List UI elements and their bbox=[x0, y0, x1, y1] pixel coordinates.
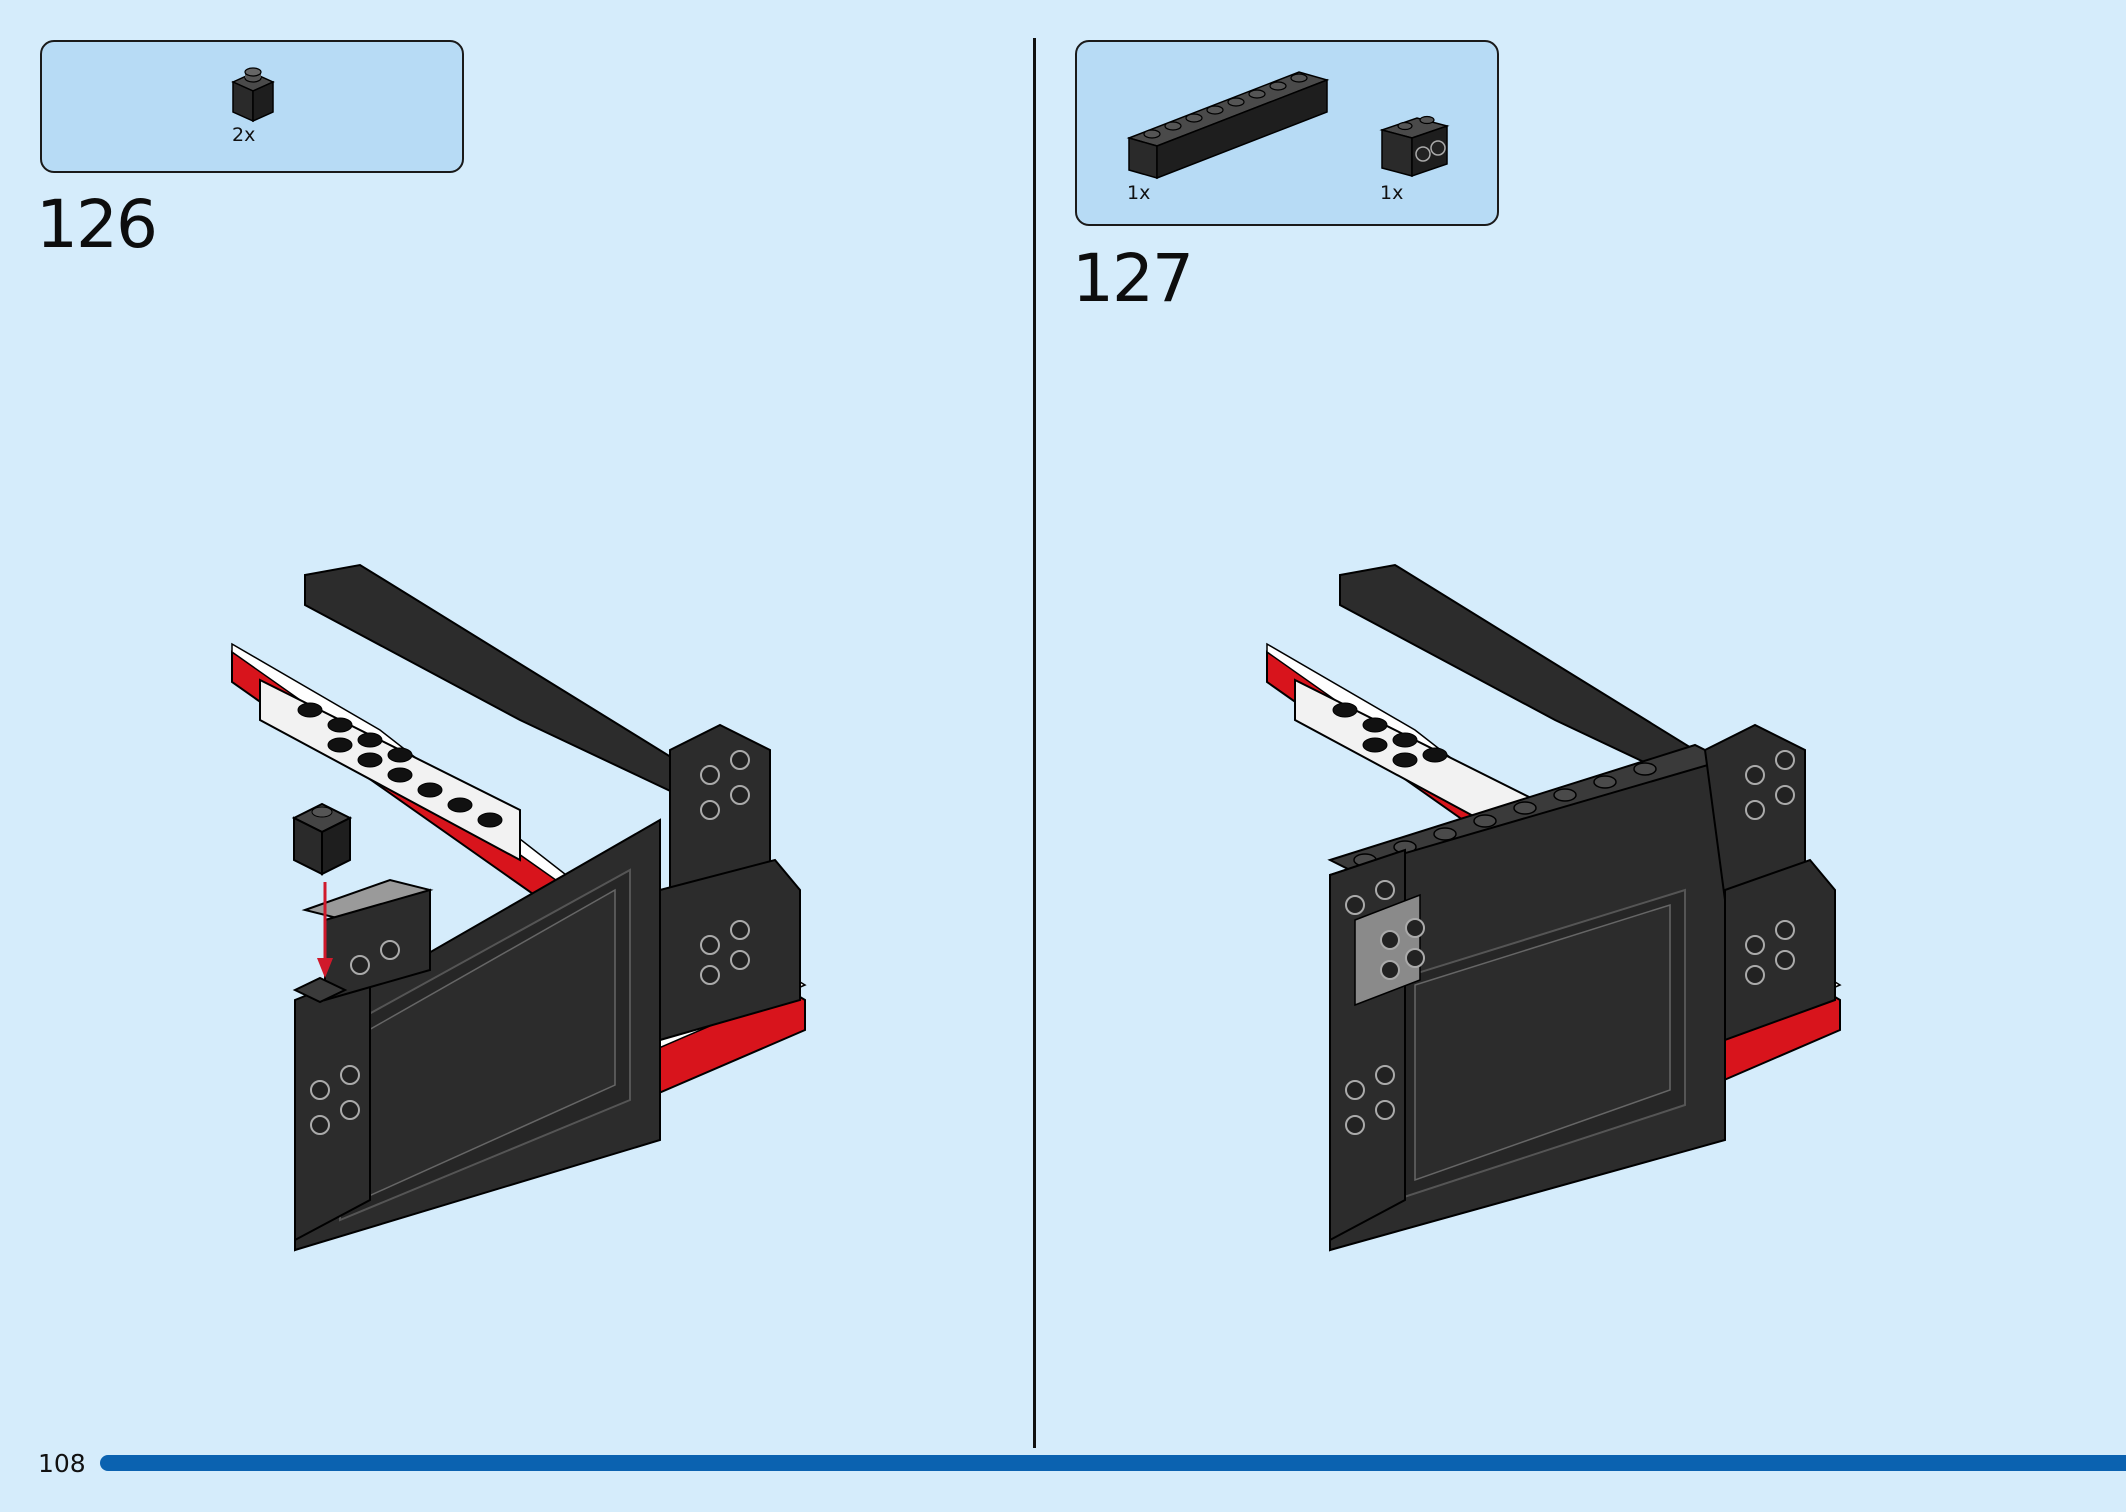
brick-1x1-icon bbox=[231, 67, 275, 123]
part-quantity: 1x bbox=[1380, 182, 1404, 204]
brick-1x2-side-studs-icon bbox=[1379, 115, 1450, 178]
page-divider bbox=[1033, 38, 1036, 1448]
part-quantity: 2x bbox=[232, 124, 256, 146]
model-assembly-step-127 bbox=[1266, 563, 1842, 1252]
progress-bar bbox=[100, 1455, 2126, 1471]
step-number-126: 126 bbox=[36, 186, 158, 263]
progress-bar-fill bbox=[100, 1455, 2126, 1471]
step-number-127: 127 bbox=[1072, 240, 1194, 317]
parts-callout-step-126: 2x bbox=[40, 40, 464, 173]
brick-1x8-icon bbox=[1126, 71, 1330, 180]
part-quantity: 1x bbox=[1127, 182, 1151, 204]
model-assembly-step-126 bbox=[231, 563, 807, 1252]
page-number: 108 bbox=[38, 1449, 86, 1478]
parts-callout-step-127: 1x 1x bbox=[1075, 40, 1499, 226]
